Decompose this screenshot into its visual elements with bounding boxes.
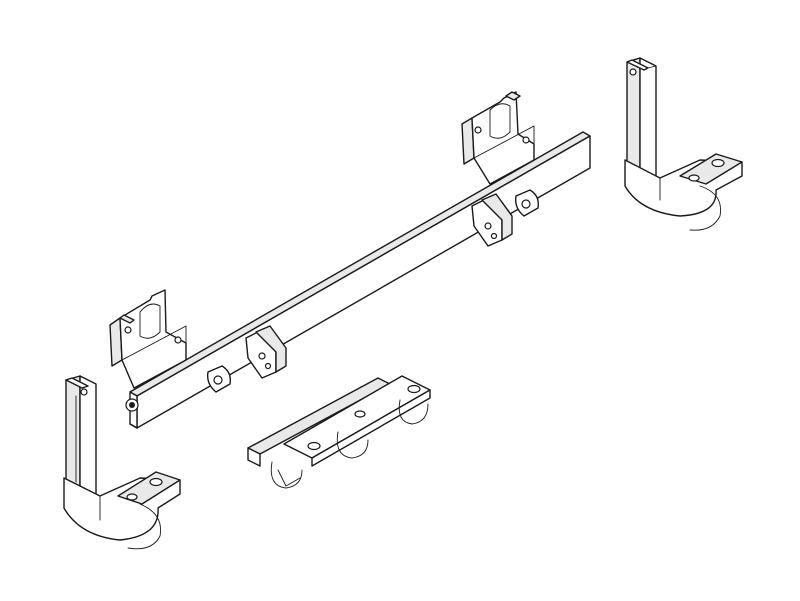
left-lug bbox=[206, 365, 232, 393]
left-hook-bracket bbox=[109, 289, 187, 389]
right-caster-post bbox=[624, 57, 743, 231]
right-clevis-plates bbox=[471, 193, 513, 247]
left-clevis-plates bbox=[245, 325, 287, 379]
right-lug bbox=[514, 189, 540, 217]
left-caster-post bbox=[63, 375, 181, 550]
mounting-rail-assembly bbox=[109, 91, 591, 429]
right-hook-bracket bbox=[461, 91, 535, 185]
wheel-carriage-plate bbox=[247, 375, 431, 489]
